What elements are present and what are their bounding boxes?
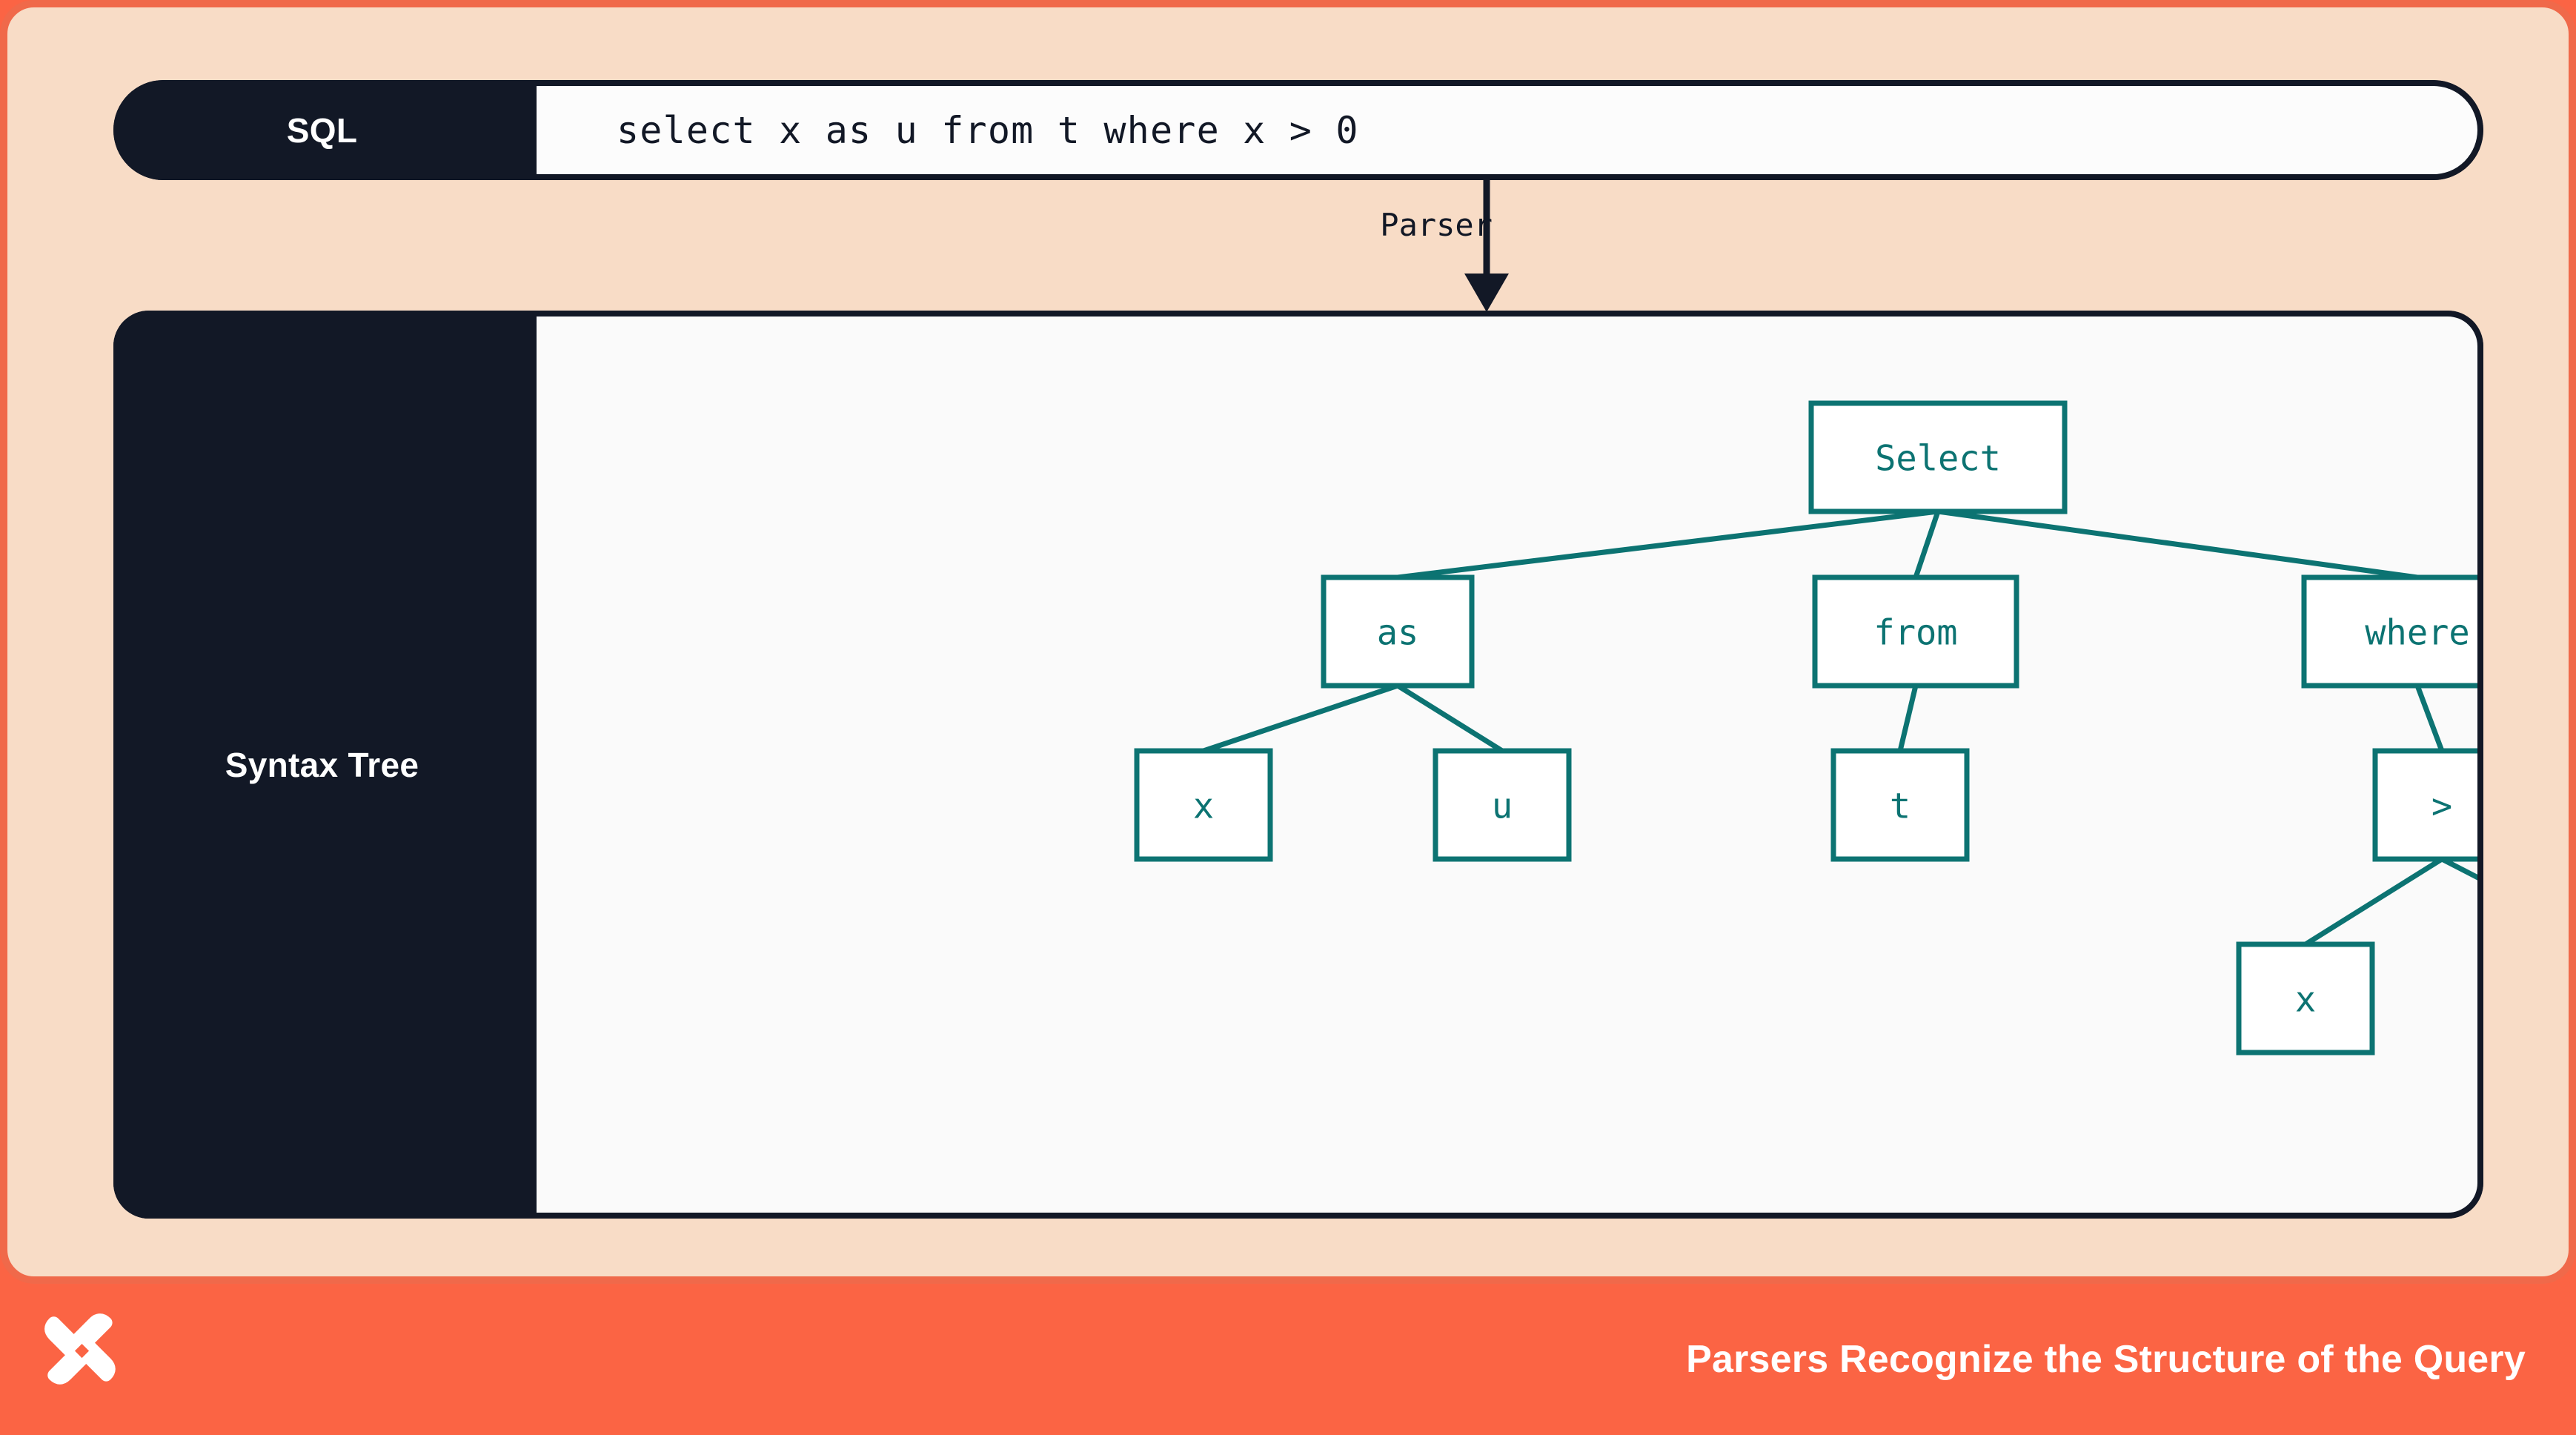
footer-caption: Parsers Recognize the Structure of the Q…: [1686, 1338, 2526, 1381]
syntax-tree-label-text: Syntax Tree: [225, 745, 419, 784]
sql-label-text: SQL: [286, 110, 358, 150]
tree-edge: [1397, 508, 1939, 580]
tree-edge: [2414, 684, 2445, 752]
sql-row: SQL select x as u from t where x > 0: [113, 80, 2483, 180]
tree-edge: [1897, 685, 1919, 752]
arrow-down-icon: [1464, 180, 1509, 312]
tree-node-box: [1433, 748, 1572, 862]
tree-node[interactable]: where: [2301, 574, 2483, 689]
tree-node-box: [2236, 941, 2375, 1055]
tree-node-label: u: [1492, 786, 1513, 827]
sql-query-text: select x as u from t where x > 0: [617, 108, 1359, 152]
tree-node[interactable]: x: [2236, 941, 2375, 1055]
tree-node-label: x: [1193, 786, 1214, 827]
tree-node-box: [1321, 574, 1475, 689]
tree-node-box: [1812, 574, 2019, 689]
tree-node[interactable]: from: [1812, 574, 2019, 689]
footer-bar: Parsers Recognize the Structure of the Q…: [0, 1284, 2576, 1435]
tree-node-box: [1830, 748, 1970, 862]
tree-node-label: t: [1890, 786, 1911, 827]
tree-node[interactable]: as: [1321, 574, 1475, 689]
tree-node-box: [1808, 400, 2068, 514]
tree-node[interactable]: t: [1830, 748, 1970, 862]
content-frame: SQL select x as u from t where x > 0 Par…: [0, 0, 2576, 1284]
syntax-tree-label: Syntax Tree: [113, 311, 531, 1219]
sql-query-field[interactable]: select x as u from t where x > 0: [531, 80, 2483, 180]
parser-transition: Parser: [1267, 180, 1667, 312]
tree-edge: [1396, 683, 1504, 753]
tree-node-box: [2301, 574, 2477, 689]
tree-node[interactable]: >: [2372, 748, 2483, 862]
tree-node-label: where: [2365, 613, 2469, 654]
tree-edge: [1913, 510, 1941, 579]
tree-edge: [2440, 856, 2477, 881]
sql-label: SQL: [113, 80, 531, 180]
tree-edge: [1937, 508, 2418, 580]
tree-edge: [1202, 683, 1399, 754]
tree-node-label: x: [2295, 980, 2316, 1021]
parser-label: Parser: [1380, 207, 1493, 243]
tree-node-box: [1134, 748, 1273, 862]
tree-node[interactable]: Select: [1808, 400, 2068, 514]
butterfly-x-logo-icon: [44, 1313, 116, 1385]
tree-node-label: from: [1873, 613, 1957, 654]
tree-node[interactable]: u: [1433, 748, 1572, 862]
tree-node-label: >: [2431, 786, 2452, 827]
tree-node-label: as: [1377, 613, 1419, 654]
tree-node[interactable]: x: [1134, 748, 1273, 862]
tree-edges-layer: [1202, 508, 2477, 947]
tree-node-box: [2372, 748, 2477, 862]
tree-node-label: Select: [1875, 439, 2001, 480]
tree-edge: [2304, 857, 2443, 947]
